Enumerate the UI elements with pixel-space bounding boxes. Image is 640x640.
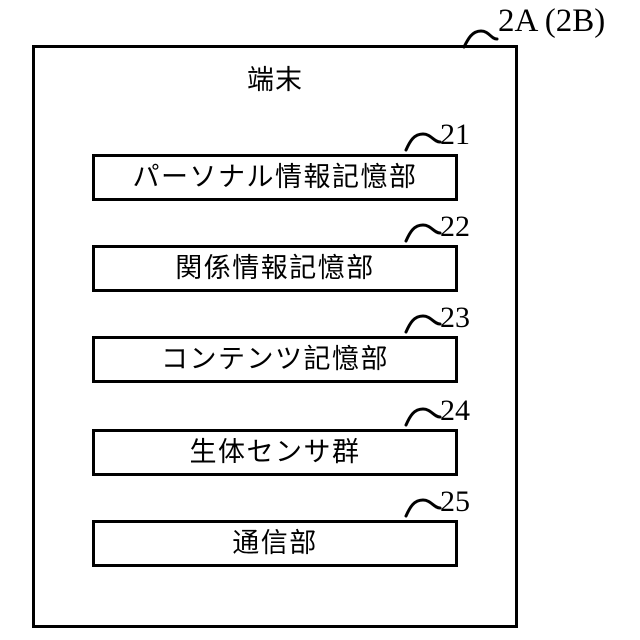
module-box-biosensor-group: 生体センサ群 [92, 429, 458, 476]
module-label: コンテンツ記憶部 [161, 343, 389, 374]
reference-numeral-main: 2A (2B) [498, 3, 606, 39]
reference-numeral-25: 25 [440, 485, 470, 518]
reference-numeral-23: 23 [440, 301, 470, 334]
module-box-personal-info-storage: パーソナル情報記憶部 [92, 154, 458, 201]
module-label: パーソナル情報記憶部 [132, 161, 418, 192]
page-title: 端末 [247, 65, 303, 95]
module-box-communication-unit: 通信部 [92, 520, 458, 567]
reference-numeral-21: 21 [440, 118, 470, 151]
module-box-content-storage: コンテンツ記憶部 [92, 336, 458, 383]
module-label: 関係情報記憶部 [175, 252, 375, 283]
reference-numeral-22: 22 [440, 210, 470, 243]
module-label: 生体センサ群 [189, 436, 361, 467]
module-label: 通信部 [232, 527, 318, 558]
module-box-relation-info-storage: 関係情報記憶部 [92, 245, 458, 292]
reference-numeral-24: 24 [440, 394, 470, 427]
